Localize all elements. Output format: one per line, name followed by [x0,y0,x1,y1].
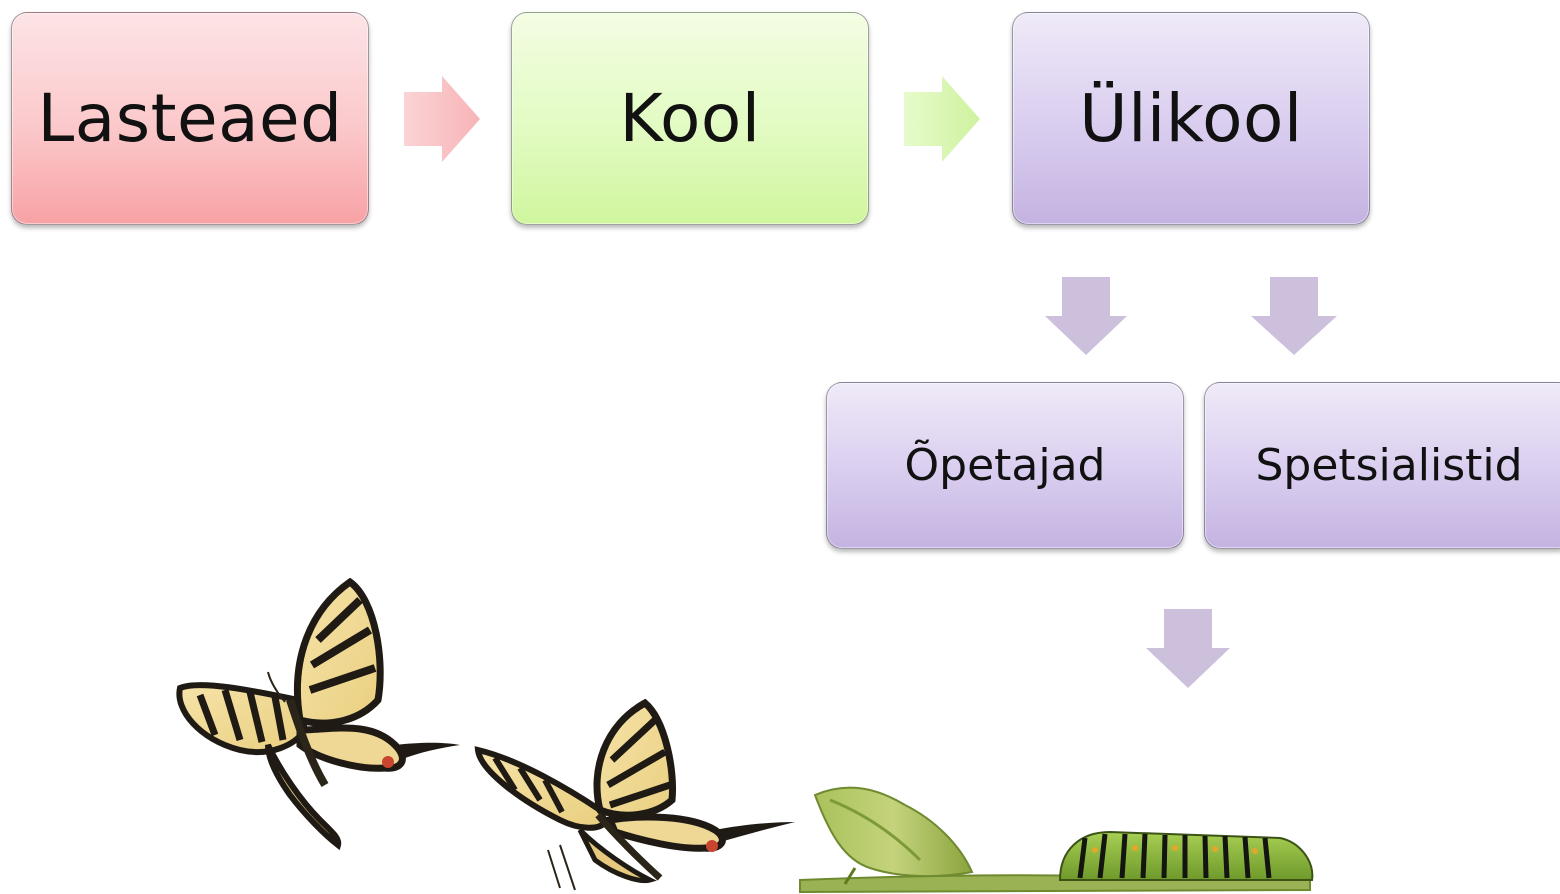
box-kool: Kool [511,12,869,225]
box-ulikool-label: Ülikool [1079,80,1303,157]
box-lasteaed-label: Lasteaed [37,80,343,157]
arrow-down-icon [1045,277,1127,355]
butterfly-icon [176,577,460,851]
arrow-down-icon [1146,609,1230,688]
arrow-right-icon [904,76,980,162]
box-spetsialistid: Spetsialistid [1204,382,1560,549]
butterfly-icon [474,698,795,891]
arrow-right-icon [404,76,480,162]
box-kool-label: Kool [619,80,761,157]
arrow-down-icon [1251,277,1337,355]
box-ulikool: Ülikool [1012,12,1370,225]
chrysalis-icon [813,786,974,885]
caterpillar-icon [1058,830,1314,881]
box-opetajad: Õpetajad [826,382,1184,549]
box-spetsialistid-label: Spetsialistid [1255,440,1523,491]
box-opetajad-label: Õpetajad [904,440,1106,491]
box-lasteaed: Lasteaed [11,12,369,225]
